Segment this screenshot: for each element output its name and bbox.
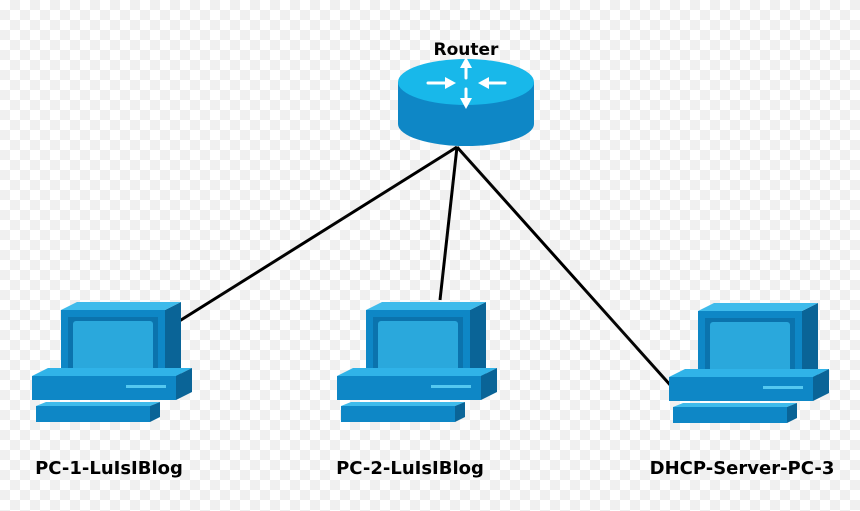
pc3-label: DHCP-Server-PC-3 — [650, 458, 835, 479]
computer-icon — [337, 302, 497, 422]
links — [164, 145, 674, 389]
pc1-node: PC-1-LuIsIBlog — [32, 302, 192, 479]
pc2-node: PC-2-LuIsIBlog — [336, 302, 497, 479]
link-router-pc2 — [438, 146, 459, 301]
pc2-label: PC-2-LuIsIBlog — [336, 458, 484, 479]
pc3-node: DHCP-Server-PC-3 — [650, 303, 835, 479]
link-router-pc1 — [164, 145, 458, 332]
computer-icon — [669, 303, 829, 423]
link-router-pc3 — [455, 145, 674, 389]
computer-icon — [32, 302, 192, 422]
router-icon — [398, 57, 534, 146]
router-label: Router — [434, 40, 500, 60]
pc1-label: PC-1-LuIsIBlog — [35, 458, 183, 479]
